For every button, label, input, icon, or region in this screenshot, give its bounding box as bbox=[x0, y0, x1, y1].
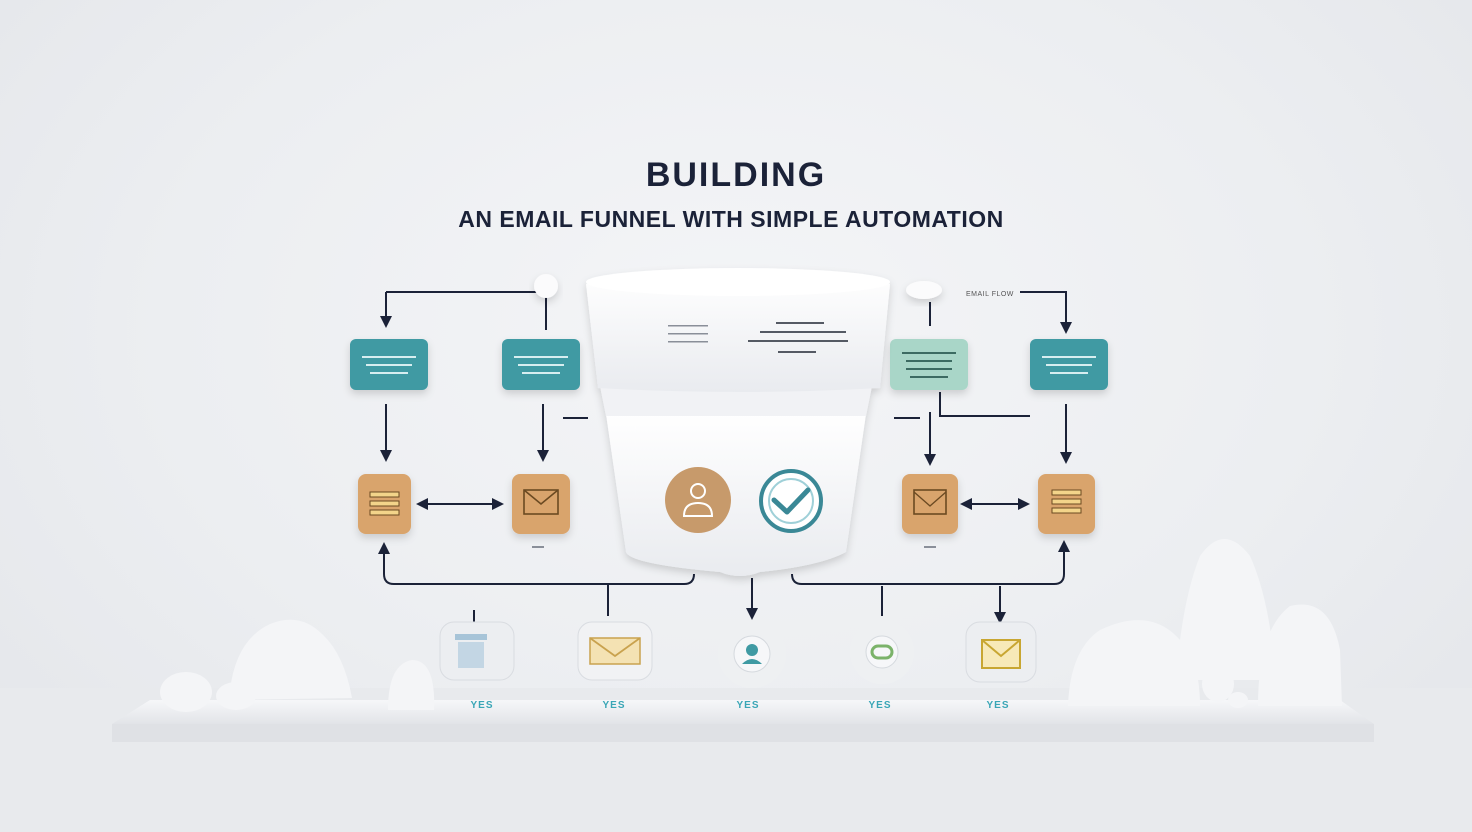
outcome-label-2: YES bbox=[602, 700, 626, 711]
pin-icon bbox=[534, 274, 942, 299]
envelope-icon-bottom-right[interactable] bbox=[965, 621, 1037, 683]
page-subtitle: AN EMAIL FUNNEL WITH SIMPLE AUTOMATION bbox=[458, 206, 1004, 232]
decorative-rocks-left bbox=[160, 619, 435, 712]
envelope-icon[interactable] bbox=[512, 474, 570, 548]
outcome-label-1: YES bbox=[470, 700, 494, 711]
step-card-4[interactable] bbox=[1030, 339, 1108, 390]
step-card-3[interactable] bbox=[890, 339, 968, 390]
decorative-rocks-right bbox=[1068, 539, 1342, 708]
user-icon[interactable] bbox=[665, 467, 731, 533]
step-card-1[interactable] bbox=[350, 339, 428, 390]
envelope-icon-bottom[interactable] bbox=[577, 621, 653, 681]
connectors bbox=[378, 291, 1072, 626]
document-icon[interactable] bbox=[439, 621, 515, 681]
outcome-label-4: YES bbox=[868, 700, 892, 711]
list-stack-icon-right[interactable] bbox=[1038, 474, 1095, 534]
step-card-2[interactable] bbox=[502, 339, 580, 390]
page-title: BUILDING bbox=[645, 156, 827, 194]
list-stack-icon[interactable] bbox=[358, 474, 411, 534]
check-circle-icon[interactable] bbox=[759, 469, 823, 533]
flow-label: EMAIL FLOW bbox=[966, 291, 1014, 298]
chart-icon[interactable] bbox=[902, 474, 958, 548]
outcome-label-5: YES bbox=[986, 700, 1010, 711]
link-icon[interactable] bbox=[850, 620, 914, 684]
pin-icon-bottom[interactable] bbox=[718, 620, 786, 688]
funnel bbox=[586, 268, 890, 576]
outcome-label-3: YES bbox=[736, 700, 760, 711]
funnel-text-lines bbox=[668, 322, 848, 353]
